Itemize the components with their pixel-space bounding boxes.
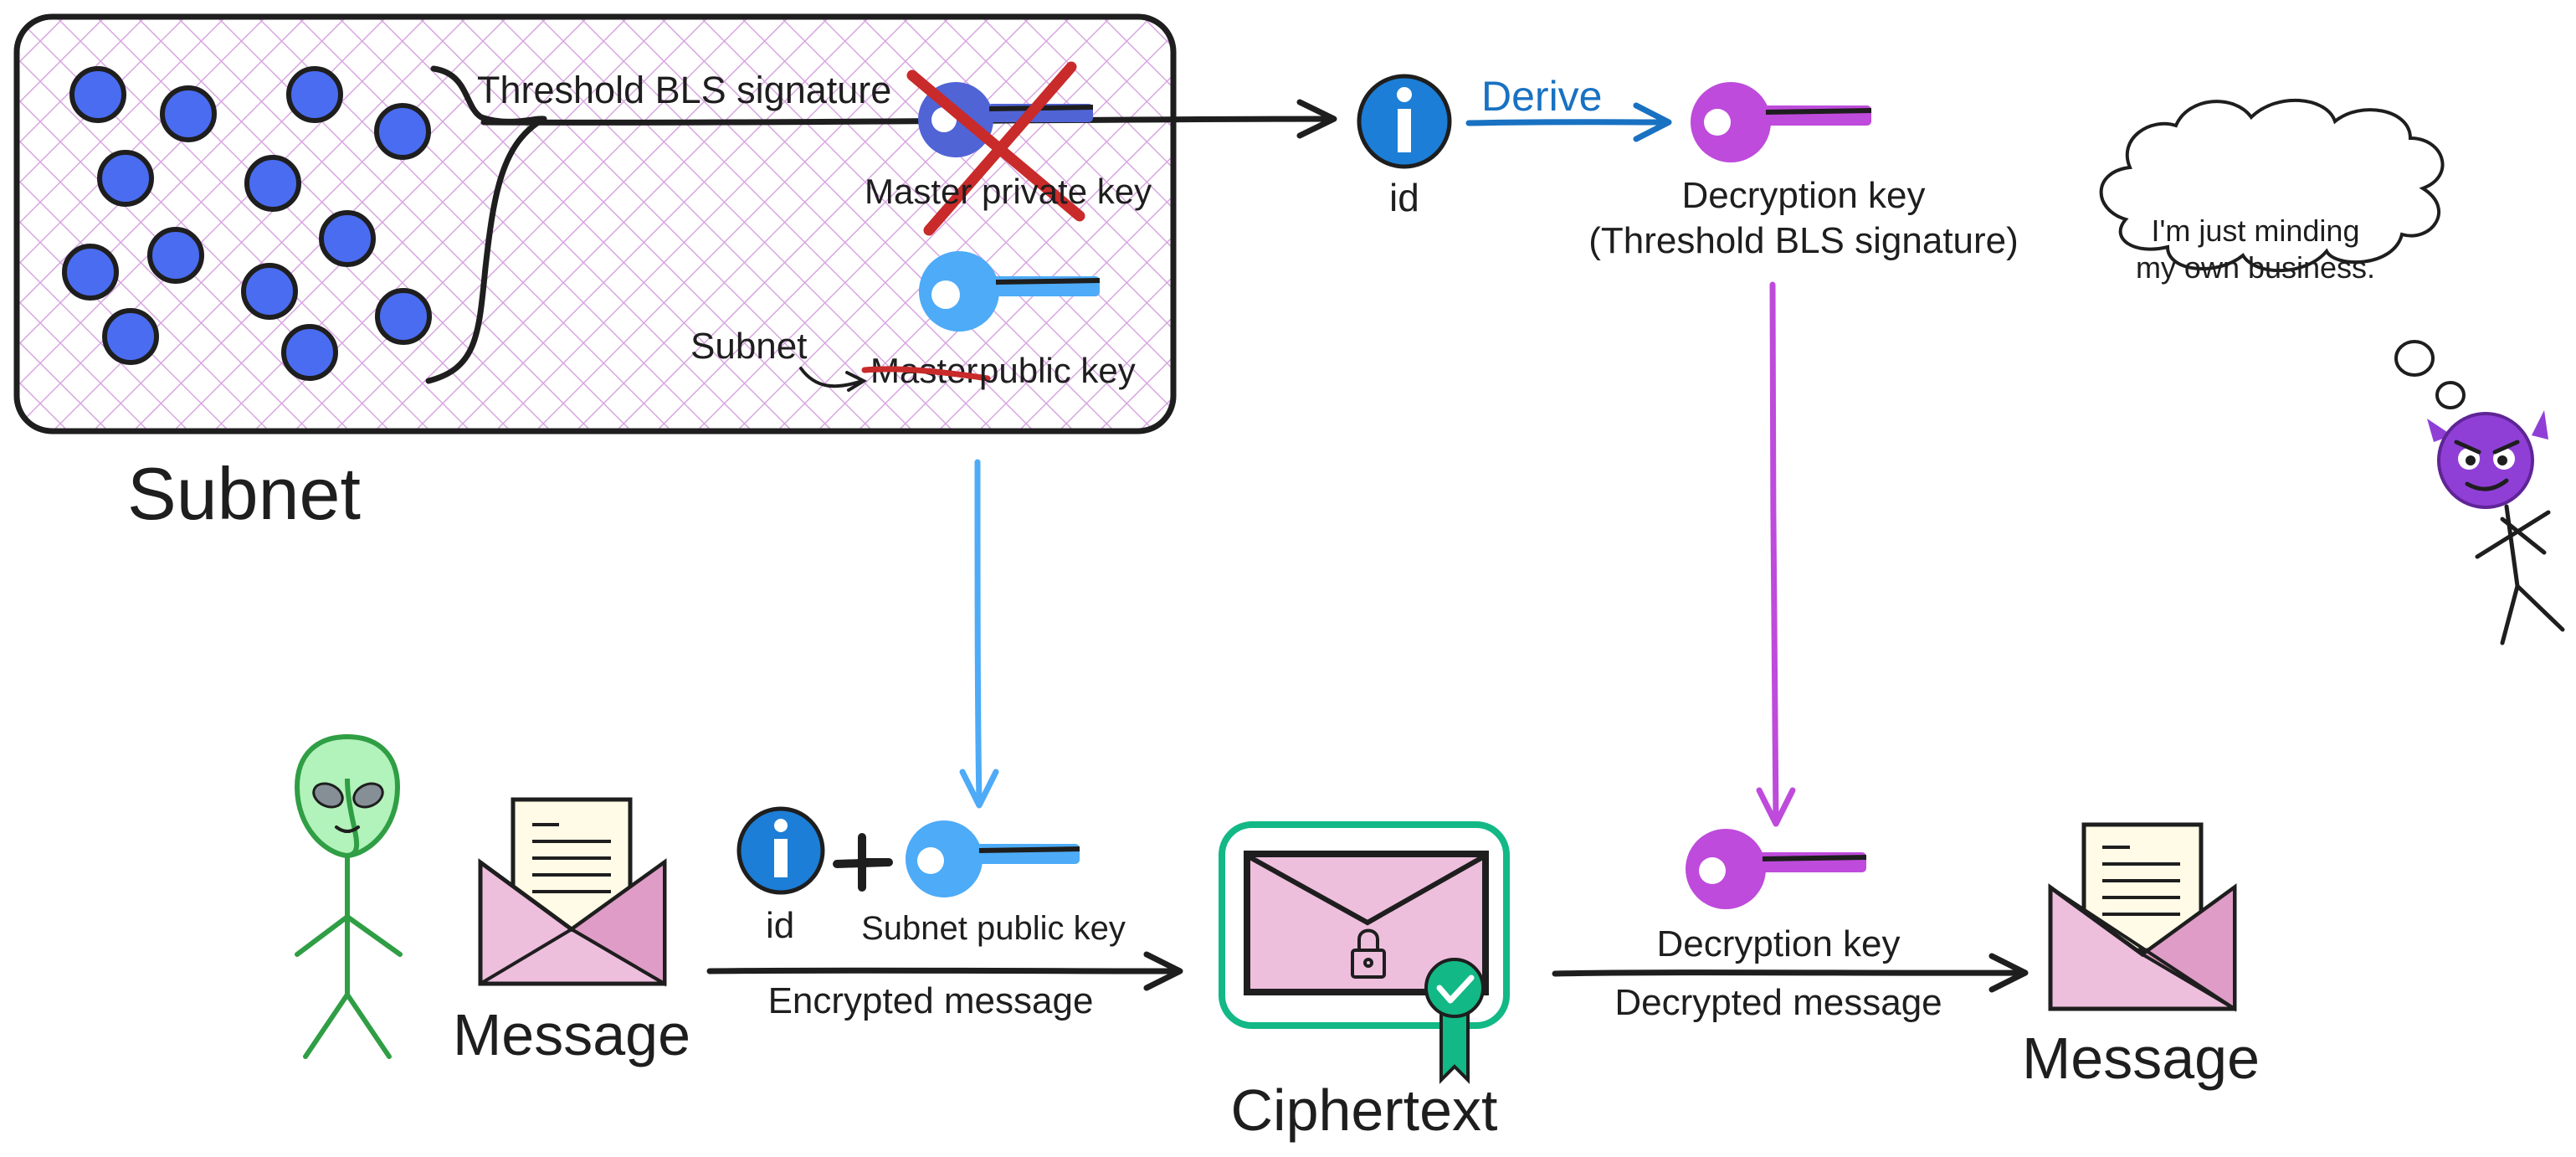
node-dot: [241, 263, 298, 320]
threshold-label: Threshold BLS signature: [477, 69, 891, 111]
node-dot: [102, 308, 159, 365]
node-dot: [147, 227, 204, 284]
node-dot: [160, 85, 217, 142]
encrypt-arrow: [706, 951, 1183, 991]
envelope-icon-receiver: [2048, 822, 2237, 1012]
subnet-public-key-label: Subnet public key: [861, 910, 1126, 947]
threshold-arrow: [425, 65, 1337, 384]
id-label-bottom: id: [766, 905, 794, 946]
subnet-public-key-icon-bottom: [906, 820, 1080, 897]
lock-icon: [1351, 928, 1386, 979]
info-icon-bottom: [736, 806, 825, 895]
node-dot: [97, 150, 154, 207]
cross-icon: [906, 61, 1085, 236]
devil-icon: [2427, 410, 2548, 509]
id-label-top: id: [1389, 176, 1419, 219]
node-dot: [374, 103, 431, 160]
decryption-key-icon-top: [1691, 82, 1872, 162]
decrypt-arrow: [1552, 953, 2029, 993]
node-dot: [286, 66, 343, 123]
decryption-key-icon-bottom: [1686, 829, 1867, 909]
decryption-key-sublabel: (Threshold BLS signature): [1588, 220, 2019, 261]
node-dot: [62, 244, 119, 301]
alien-icon: [294, 733, 401, 859]
devil-body: [2475, 504, 2565, 645]
subnet-nodes: [62, 66, 432, 381]
subnet-annotation: Subnet: [690, 326, 807, 367]
derive-arrow: [1465, 102, 1672, 142]
envelope-icon-sender: [478, 797, 667, 987]
info-icon: [1357, 74, 1452, 169]
thought-line-2: my own business.: [2136, 250, 2375, 285]
subnet-public-key-icon: [919, 251, 1101, 332]
master-private-key-label: Master private key: [865, 172, 1152, 211]
subnet-title: Subnet: [127, 452, 361, 535]
badge-check-icon: [1424, 958, 1485, 1084]
node-dot: [375, 288, 432, 345]
public-key-suffix: public key: [979, 351, 1136, 390]
annotation-arrow: [799, 367, 868, 392]
alien-body: [295, 855, 403, 1059]
strike-line: [861, 366, 991, 382]
thought-line-1: I'm just minding: [2152, 213, 2360, 248]
node-dot: [319, 210, 376, 267]
sender-message-label: Message: [453, 1002, 690, 1067]
node-dot: [244, 155, 301, 212]
decryption-key-label-top: Decryption key: [1681, 175, 1925, 216]
public-key-arrow: [959, 459, 999, 809]
derive-label: Derive: [1481, 73, 1602, 120]
ciphertext-label: Ciphertext: [1230, 1077, 1497, 1143]
plus-icon: [833, 833, 893, 892]
encrypted-message-label: Encrypted message: [768, 980, 1094, 1021]
receiver-message-label: Message: [2022, 1026, 2260, 1091]
thought-cloud: [2099, 99, 2466, 409]
node-dot: [281, 324, 338, 381]
decryption-key-label-bottom: Decryption key: [1656, 923, 1900, 964]
decryption-key-arrow: [1756, 281, 1796, 827]
node-dot: [69, 66, 126, 123]
envelope-icon-locked: [1244, 851, 1489, 995]
decrypted-message-label: Decrypted message: [1614, 982, 1942, 1023]
